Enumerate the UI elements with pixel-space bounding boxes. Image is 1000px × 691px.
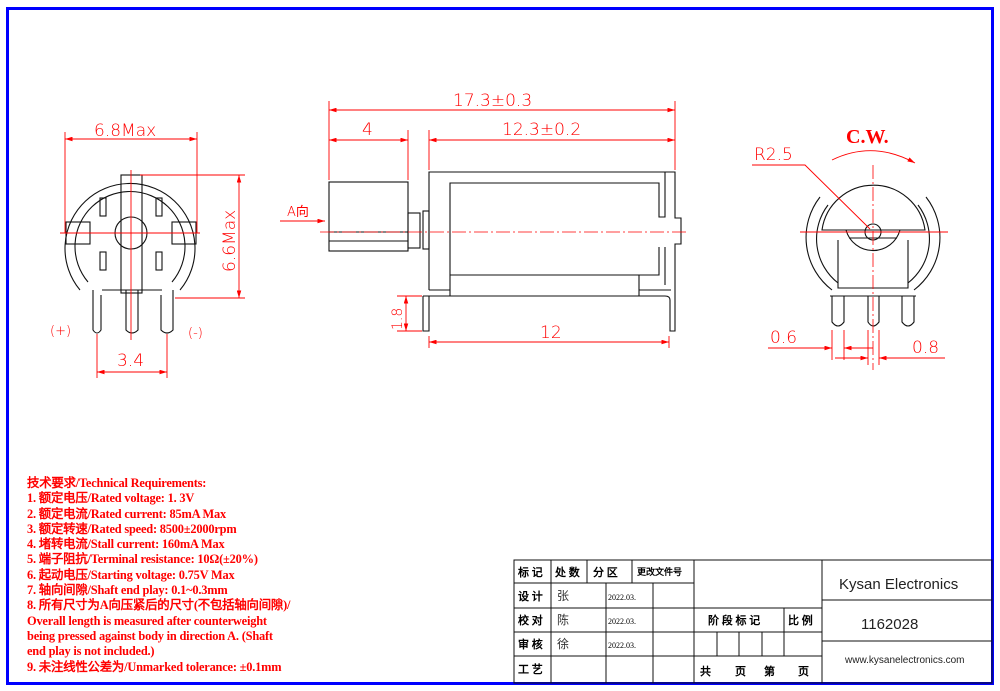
requirement-item: Overall length is measured after counter… <box>27 613 267 628</box>
end-view-right: C.W. R2.5 0.6 0.8 <box>752 126 948 370</box>
checker-name: 陈 <box>557 612 569 627</box>
requirement-item: 3. 额定转速/Rated speed: 8500±2000rpm <box>27 521 237 536</box>
review-date: 2022.03. <box>608 641 636 650</box>
label-review: 审 核 <box>518 637 543 651</box>
label-check: 校 对 <box>518 613 543 627</box>
drawing-frame <box>6 7 994 685</box>
requirement-item: 8. 所有尺寸为A向压紧后的尺寸(不包括轴向间隙)/ <box>27 598 291 613</box>
dim-overall-length: 17.3±0.3 <box>453 91 532 111</box>
reviewer-name: 徐 <box>557 636 569 651</box>
requirement-item: 4. 堵转电流/Stall current: 160mA Max <box>27 537 225 552</box>
dim-counterweight-length: 4 <box>362 120 373 140</box>
label-page: 页 <box>735 665 746 678</box>
requirement-item: 5. 端子阻抗/Terminal resistance: 10Ω(±20%) <box>27 552 258 567</box>
designer-name: 张 <box>557 589 569 603</box>
label-process: 工 艺 <box>518 662 543 676</box>
direction-a-label: A向 <box>287 204 309 220</box>
label-scale: 比 例 <box>788 613 813 627</box>
label-page-2: 页 <box>798 665 809 678</box>
requirements-heading: 技术要求/Technical Requirements: <box>27 476 207 490</box>
dim-pin-width: 0.6 <box>770 328 797 348</box>
dim-bracket-length: 12 <box>540 323 562 343</box>
dim-center-pin-width: 0.8 <box>912 338 939 358</box>
minus-terminal-label: (-) <box>188 326 203 341</box>
dim-terminal-height: 1.8 <box>390 308 406 330</box>
title-block: 标 记 处 数 分 区 更改文件号 设 计 张 2022.03. 校 对 陈 2… <box>513 559 993 684</box>
dim-end-width: 6.8Max <box>94 121 156 141</box>
end-view-left: 6.8Max 6.6Max 3.4 (+) (-) <box>50 121 245 378</box>
company-website: www.kysanelectronics.com <box>844 655 964 666</box>
check-date: 2022.03. <box>608 617 636 626</box>
design-date: 2022.03. <box>608 593 636 602</box>
label-count: 处 数 <box>554 565 581 579</box>
label-design: 设 计 <box>518 589 543 603</box>
dim-radius: R2.5 <box>754 145 793 165</box>
label-mark: 标 记 <box>517 565 543 579</box>
dim-body-length: 12.3±0.2 <box>502 120 581 140</box>
label-total: 共 <box>700 664 711 678</box>
label-change-doc: 更改文件号 <box>637 566 682 577</box>
label-stage-mark: 阶 段 标 记 <box>708 613 760 627</box>
requirement-item: being pressed against body in direction … <box>27 628 273 643</box>
label-zone: 分 区 <box>593 565 618 579</box>
dim-pin-spacing: 3.4 <box>117 351 144 371</box>
company-name: Kysan Electronics <box>839 576 958 593</box>
requirement-item: 1. 额定电压/Rated voltage: 1. 3V <box>27 491 195 506</box>
dim-end-height: 6.6Max <box>220 210 240 272</box>
requirement-item: 6. 起动电压/Starting voltage: 0.75V Max <box>27 567 235 582</box>
plus-terminal-label: (+) <box>50 324 71 339</box>
requirement-item: 2. 额定电流/Rated current: 85mA Max <box>27 506 227 521</box>
part-number: 1162028 <box>861 616 918 633</box>
requirement-item: 9. 未注线性公差为/Unmarked tolerance: ±0.1mm <box>27 659 282 674</box>
rotation-direction-label: C.W. <box>846 126 889 148</box>
side-view: A向 17.3±0.3 4 12.3±0.2 12 1.8 <box>280 91 688 348</box>
technical-requirements: 技术要求/Technical Requirements: 1. 额定电压/Rat… <box>27 476 290 675</box>
requirement-item: end play is not included.) <box>27 644 155 659</box>
label-nth: 第 <box>764 664 775 678</box>
requirement-item: 7. 轴向间隙/Shaft end play: 0.1~0.3mm <box>27 583 228 598</box>
